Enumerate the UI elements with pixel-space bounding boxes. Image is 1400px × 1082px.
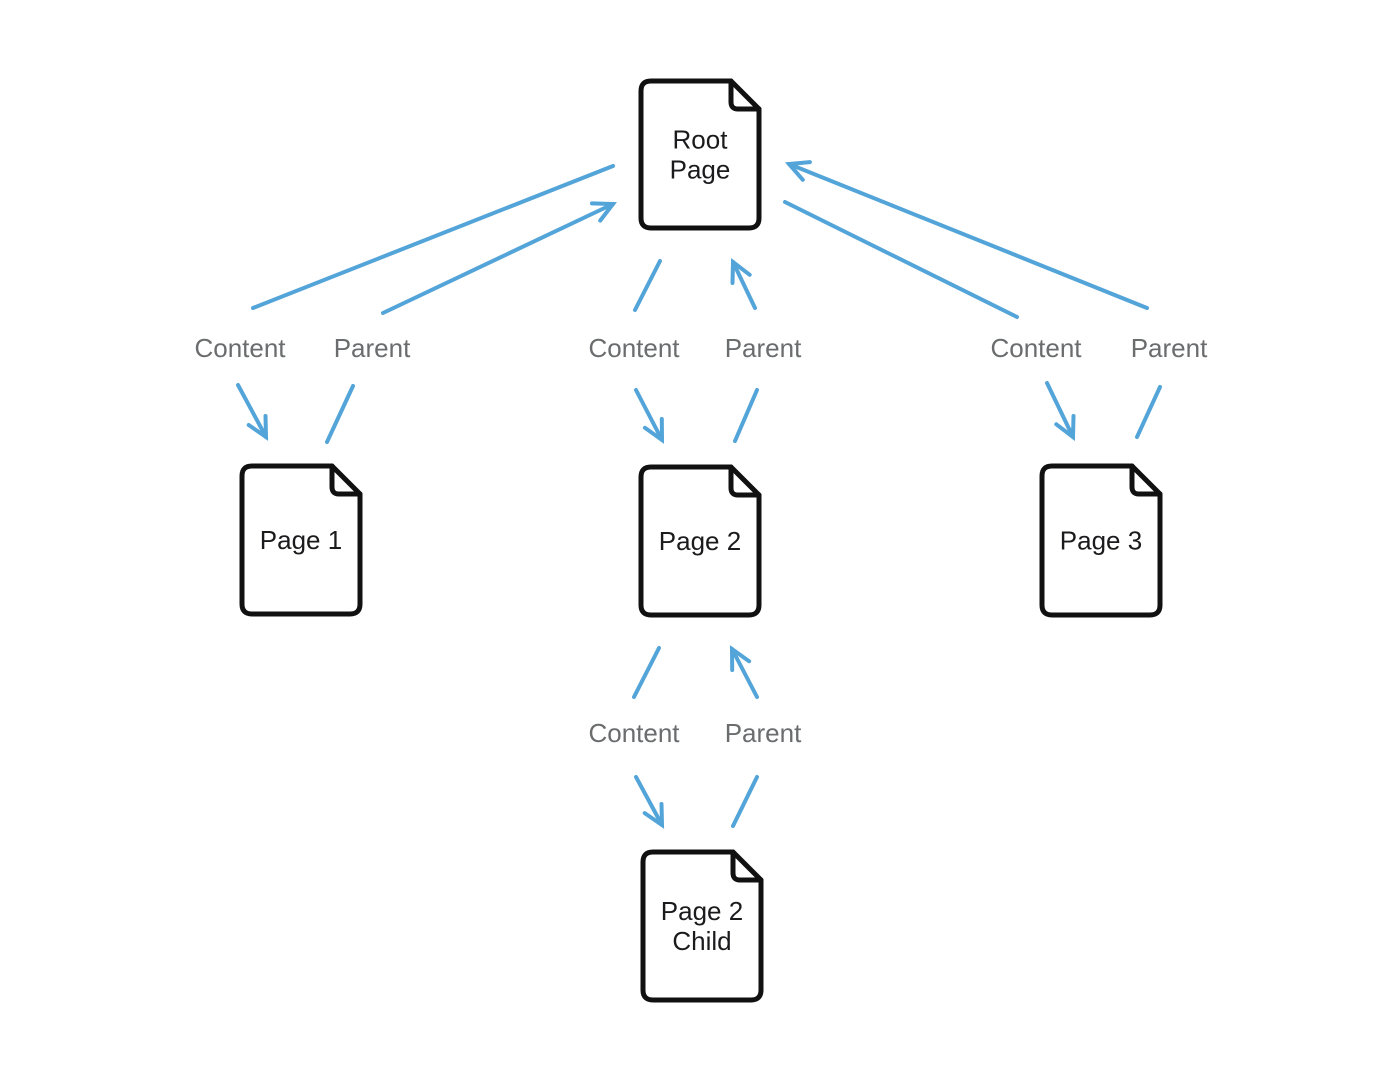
page3-to-root-parent-arrow xyxy=(784,160,1149,310)
edge-label-content: Content xyxy=(990,333,1082,363)
page1-to-root-parent-tail-line xyxy=(325,384,355,444)
child-to-page2-parent-arrow-line xyxy=(730,647,759,699)
edge-label-parent: Parent xyxy=(725,718,802,748)
page3-to-root-parent-tail-line xyxy=(1135,385,1162,439)
root-to-page1-content-tail-line xyxy=(251,164,615,310)
page3-to-root-parent-tail xyxy=(1135,385,1162,439)
root-to-page3-content-arrow-arrowhead-icon xyxy=(1054,414,1076,441)
child-to-page2-parent-arrow xyxy=(729,645,759,699)
document-icon xyxy=(1039,463,1163,618)
page1-to-root-parent-arrow-line xyxy=(381,202,615,315)
page2-to-child-content-tail xyxy=(632,646,661,699)
document-fold-corner-icon xyxy=(329,463,363,497)
child-to-page2-parent-tail-line xyxy=(731,775,759,828)
page3-to-root-parent-arrow-arrowhead-icon xyxy=(784,160,812,182)
root-to-page1-content-arrow-arrowhead-icon xyxy=(246,414,269,441)
page1-to-root-parent-tail xyxy=(325,384,355,444)
page2-to-root-parent-arrow-arrowhead-icon xyxy=(730,258,752,285)
edge-label-parent: Parent xyxy=(725,333,802,363)
page2-to-child-content-arrow xyxy=(634,775,665,829)
edge-label-content: Content xyxy=(588,718,680,748)
document-icon xyxy=(638,464,762,618)
page2-to-root-parent-tail xyxy=(733,388,759,443)
root-to-page2-content-arrow xyxy=(634,388,665,444)
document-fold-corner-icon xyxy=(1129,463,1163,497)
page1-to-root-parent-arrow-arrowhead-icon xyxy=(590,201,617,223)
root-to-page2-content-tail-line xyxy=(633,259,662,312)
node-label-page3: Page 3 xyxy=(1060,526,1142,556)
page3-to-root-parent-arrow-line xyxy=(787,162,1149,310)
node-label-page2: Page 2 xyxy=(659,526,741,556)
node-page1: Page 1 xyxy=(239,463,363,617)
edge-label-content: Content xyxy=(588,333,680,363)
root-to-page3-content-tail-line xyxy=(783,200,1019,319)
root-to-page2-content-arrow-line xyxy=(634,388,664,442)
edge-label-parent: Parent xyxy=(334,333,411,363)
document-fold-corner-icon xyxy=(728,464,762,498)
page2-to-root-parent-tail-line xyxy=(733,388,759,443)
document-icon xyxy=(638,78,762,231)
root-to-page1-content-tail xyxy=(251,164,615,310)
root-to-page2-content-tail xyxy=(633,259,662,312)
page2-to-child-content-arrow-line xyxy=(634,775,664,827)
root-to-page2-content-arrow-arrowhead-icon xyxy=(642,417,665,444)
document-fold-corner-icon xyxy=(728,78,762,112)
document-icon xyxy=(640,849,764,1003)
node-page2: Page 2 xyxy=(638,464,762,618)
child-to-page2-parent-arrow-arrowhead-icon xyxy=(729,645,752,672)
root-to-page3-content-arrow xyxy=(1045,381,1076,441)
edge-label-content: Content xyxy=(194,333,286,363)
root-to-page1-content-arrow-line xyxy=(236,383,268,439)
page2-to-child-content-arrow-arrowhead-icon xyxy=(642,802,665,829)
root-to-page3-content-arrow-line xyxy=(1045,381,1075,439)
page2-to-root-parent-arrow-line xyxy=(731,260,757,310)
page1-to-root-parent-arrow xyxy=(381,201,617,315)
page2-to-root-parent-arrow xyxy=(730,258,757,310)
node-page3: Page 3 xyxy=(1039,463,1163,618)
document-icon xyxy=(239,463,363,617)
edge-label-parent: Parent xyxy=(1131,333,1208,363)
document-fold-corner-icon xyxy=(730,849,764,883)
page2-to-child-content-tail-line xyxy=(632,646,661,699)
root-to-page3-content-tail xyxy=(783,200,1019,319)
root-to-page1-content-arrow xyxy=(236,383,269,441)
node-label-page1: Page 1 xyxy=(260,525,342,555)
child-to-page2-parent-tail xyxy=(731,775,759,828)
edges-layer xyxy=(236,160,1162,829)
